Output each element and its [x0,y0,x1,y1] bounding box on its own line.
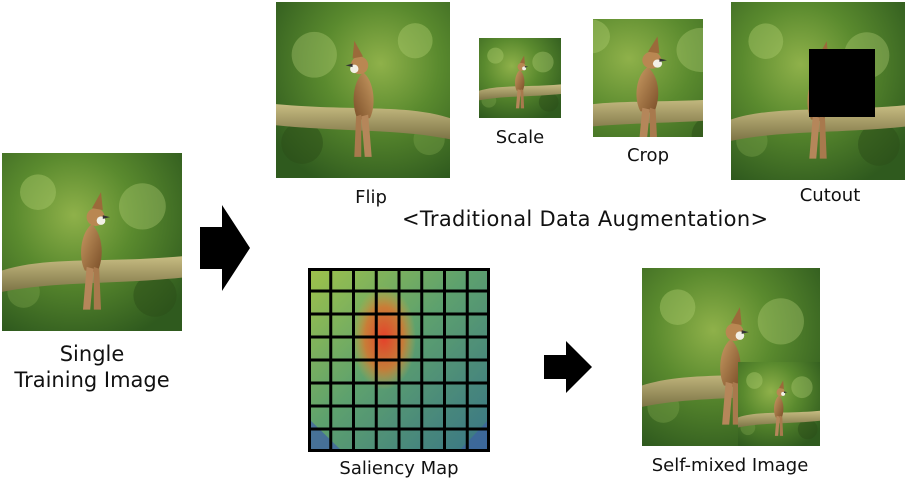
crop-label: Crop [626,145,669,166]
self-mixed-image [642,268,820,446]
crop-image [593,19,703,137]
cutout-label: Cutout [799,185,861,206]
single-label-line2: Training Image [14,368,170,393]
arrow-right-icon [200,205,250,291]
single-training-image [2,153,182,331]
cutout-image [731,2,905,180]
saliency-label: Saliency Map [339,458,459,479]
mixed-patch [738,362,820,446]
single-training-label: Single Training Image [2,341,182,394]
arrow-right-small-icon [544,341,592,393]
saliency-map [308,268,490,452]
flip-image [276,2,450,178]
single-label-line1: Single [59,342,125,366]
traditional-augmentation-heading: <Traditional Data Augmentation> [402,207,769,231]
saliency-grid-lines [308,268,490,452]
scale-image [479,38,561,118]
flip-label: Flip [355,187,387,208]
self-mixed-label: Self-mixed Image [651,455,809,476]
scale-label: Scale [495,127,545,148]
